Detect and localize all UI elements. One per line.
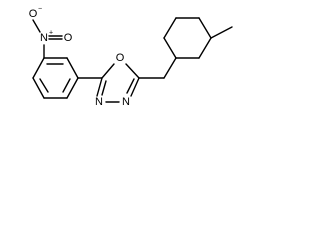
oxadiazole-ring: O N N	[77, 52, 140, 108]
atom-n-ring-right: N	[122, 96, 130, 108]
bond	[32, 19, 41, 33]
bond	[66, 77, 79, 99]
double-bond-inner	[101, 80, 107, 96]
double-bond-inner	[62, 78, 71, 93]
bond	[198, 17, 212, 39]
bond	[163, 37, 177, 59]
double-bond-inner	[39, 78, 49, 93]
charge-minus: −	[38, 6, 42, 13]
atom-n-nitro: N	[40, 32, 48, 44]
bond	[32, 77, 45, 99]
bond	[32, 57, 45, 79]
methyl-group	[210, 26, 233, 39]
tolyl-ring	[138, 17, 212, 79]
atom-o-nitro-top: O	[29, 8, 38, 20]
atom-n-ring-left: N	[95, 96, 103, 108]
double-bond-inner	[126, 78, 135, 94]
bond	[96, 77, 103, 97]
bond	[101, 63, 115, 79]
atom-o-ring: O	[116, 52, 125, 64]
bond	[210, 26, 233, 39]
bond	[163, 57, 177, 79]
nitrophenyl-ring	[32, 57, 79, 99]
bond	[125, 63, 140, 79]
atom-o-nitro-right: O	[64, 32, 73, 44]
bond	[198, 37, 212, 59]
bond	[66, 57, 79, 79]
chemical-structure-diagram: N + O − O O N N	[29, 6, 233, 108]
charge-plus: +	[49, 30, 53, 37]
nitro-group: N + O − O	[29, 6, 73, 59]
bond	[163, 17, 177, 39]
bond	[130, 77, 140, 97]
